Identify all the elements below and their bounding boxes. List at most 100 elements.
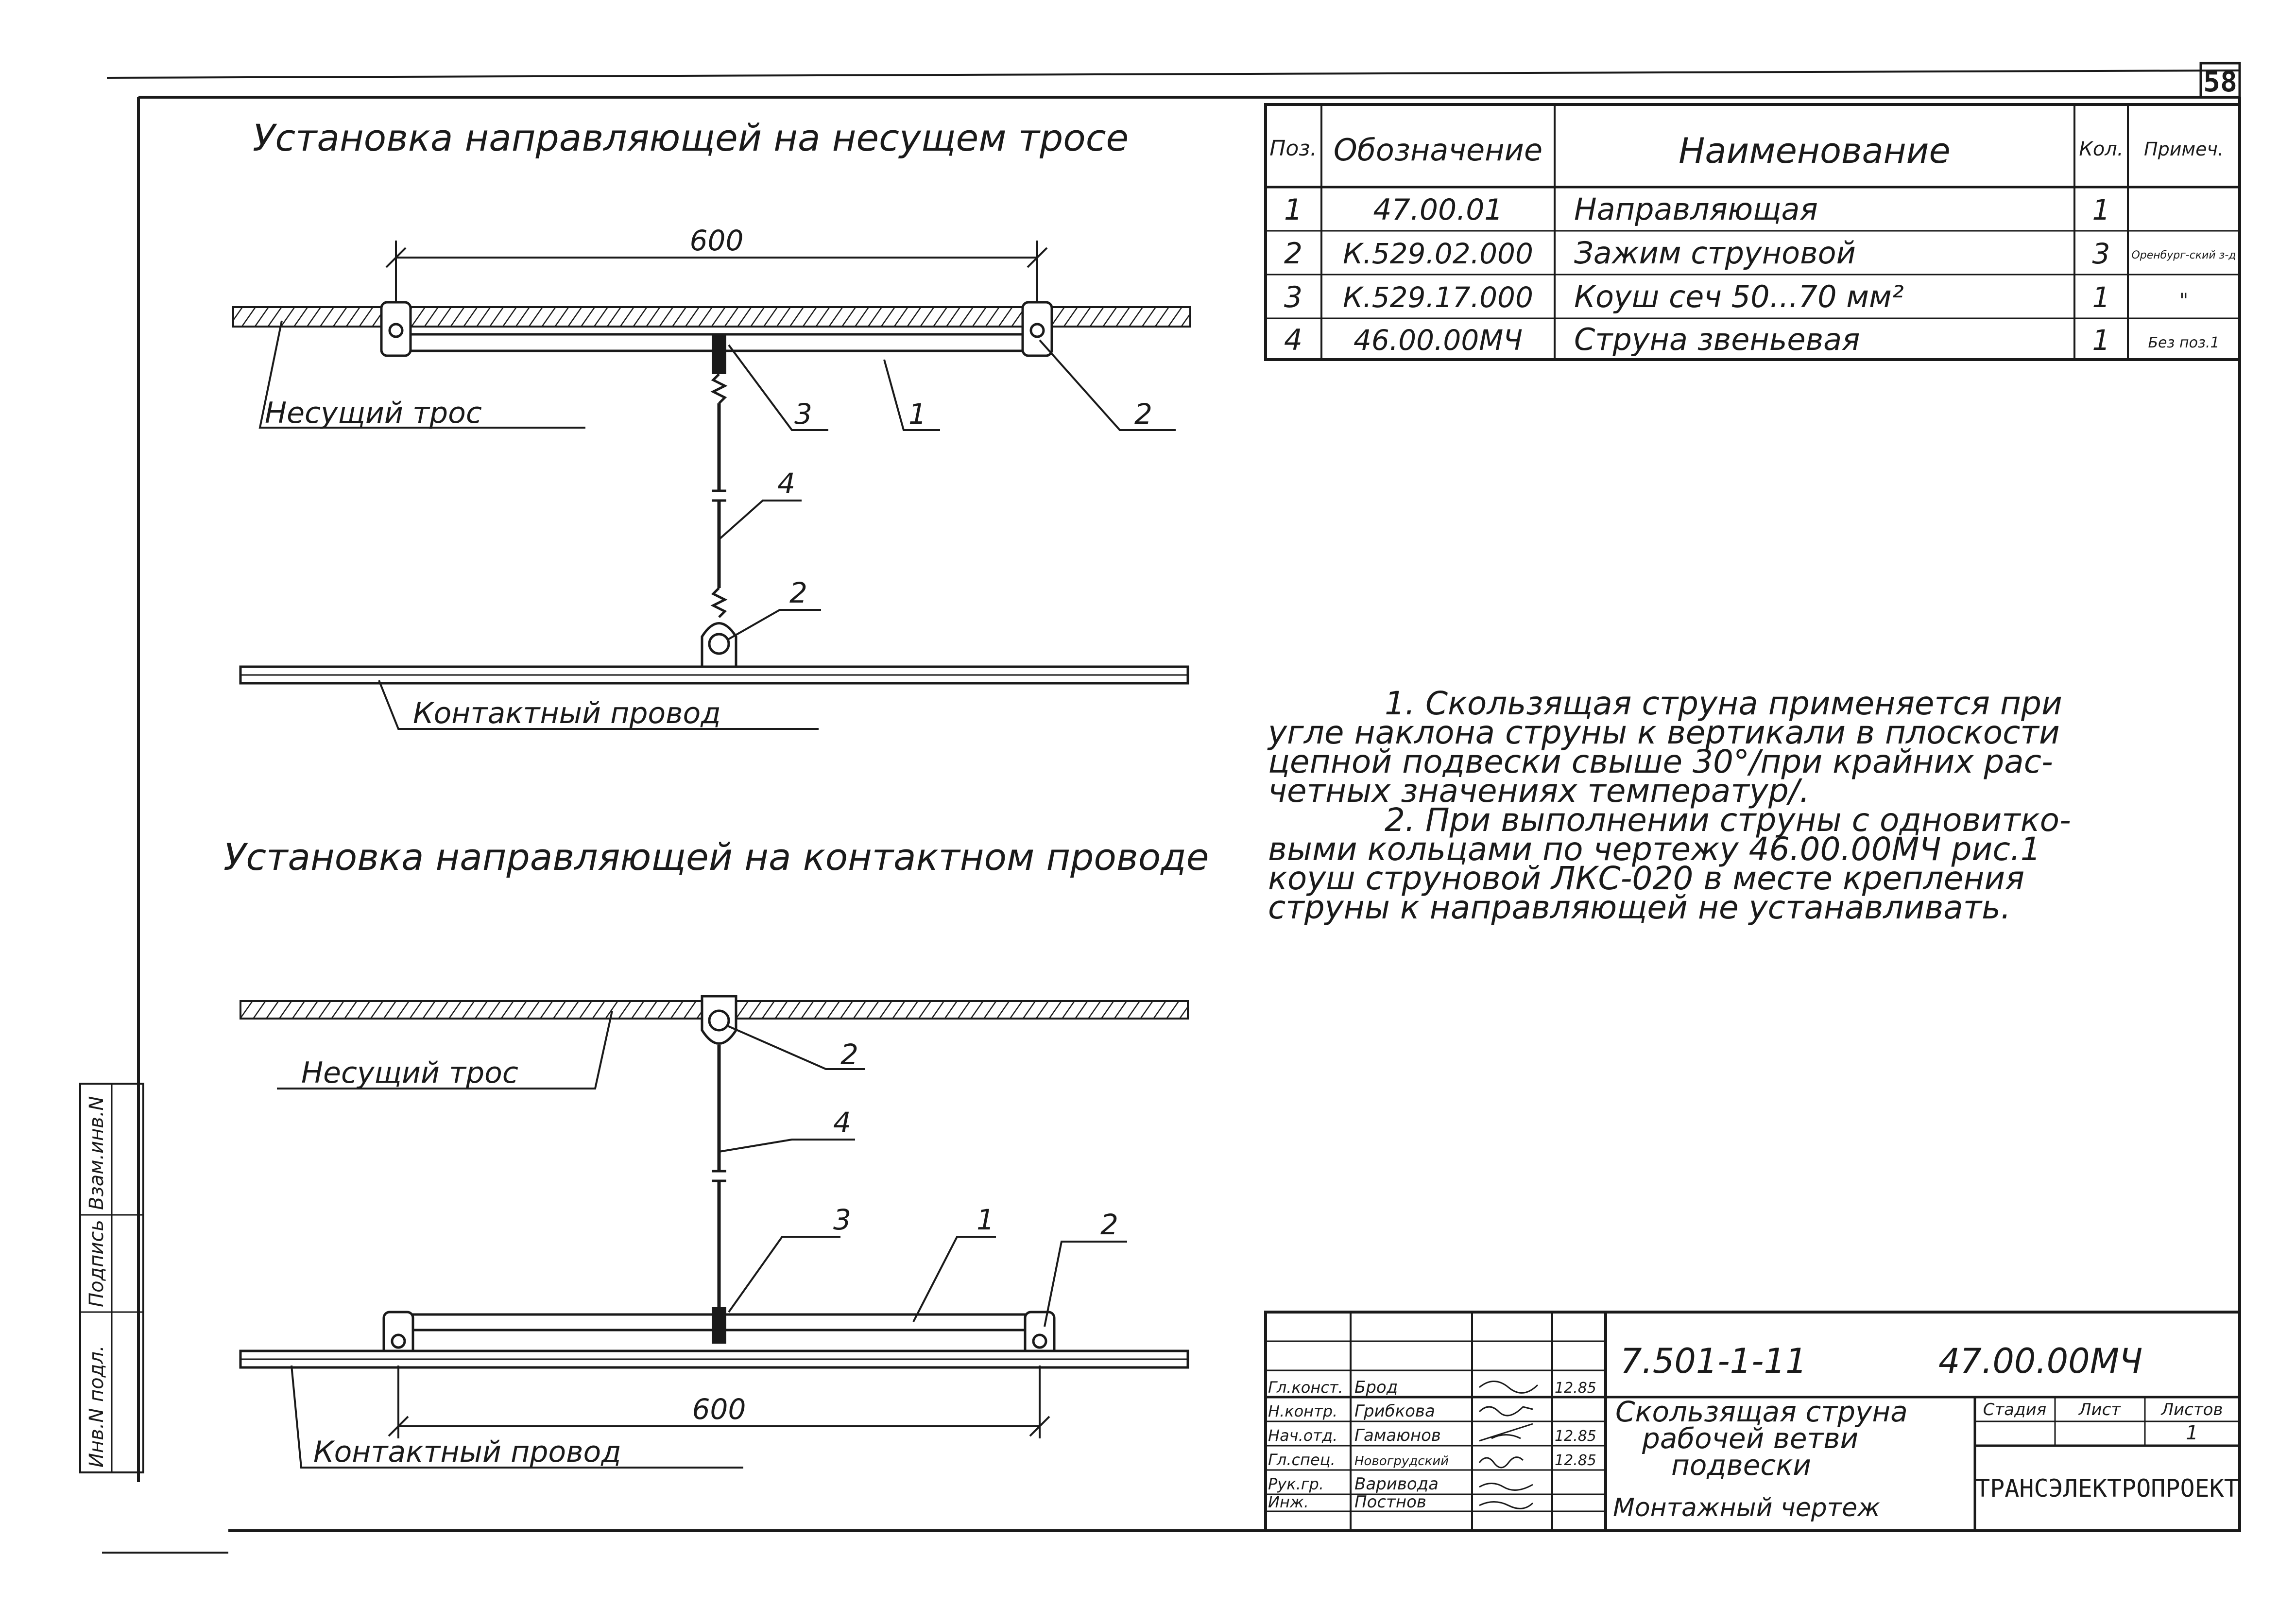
person-name: Брод	[1354, 1378, 1398, 1397]
organization-name: ТРАНСЭЛЕКТРОПРОЕКТ	[1975, 1474, 2239, 1503]
bottom-carrier-cable-label: Несущий трос	[301, 1056, 518, 1090]
svg-text:Коуш сеч 50...70 мм²: Коуш сеч 50...70 мм²	[1574, 279, 1904, 314]
svg-text:Направляющая: Направляющая	[1574, 191, 1818, 227]
svg-text:1: 1	[2092, 193, 2110, 226]
top-diagram-title: Установка направляющей на несущем тросе	[253, 116, 1129, 159]
note-line: 2. При выполнении струны с одновитко-	[1385, 801, 2071, 839]
side-stamp: Инв.N подл. Подпись Взам.инв.N	[79, 1083, 144, 1473]
title-block-text: 7.501-1-11 47.00.00МЧ Гл.конст. Н.контр.…	[1268, 1341, 2239, 1522]
bottom-dimension-value: 600	[692, 1393, 746, 1426]
drawing-title-line: подвески	[1671, 1449, 1811, 1482]
bottom-contact-wire	[239, 1349, 1189, 1369]
svg-text:46.00.00МЧ: 46.00.00МЧ	[1354, 324, 1523, 357]
top-clamp-left	[380, 301, 412, 357]
bottom-cable-clamp	[701, 995, 737, 1045]
bottom-callout-4: 4	[833, 1106, 851, 1139]
sheets-count: 1	[2186, 1422, 2198, 1444]
person-name: Грибкова	[1354, 1401, 1435, 1421]
note-line: струны к направляющей не устанавливать.	[1268, 889, 2011, 926]
role-label: Гл.конст.	[1268, 1378, 1343, 1397]
sign-date: 12.85	[1555, 1380, 1596, 1397]
person-name: Постнов	[1354, 1492, 1426, 1512]
bottom-callout-2b: 2	[1100, 1208, 1118, 1241]
signatures	[1478, 1381, 1539, 1509]
bottom-contact-wire-label: Контактный провод	[313, 1435, 621, 1469]
bottom-dimension	[388, 1366, 1050, 1438]
top-callout-2b: 2	[789, 576, 807, 609]
note-line: коуш струновой ЛКС-020 в месте крепления	[1268, 860, 2024, 897]
bottom-callout-2: 2	[840, 1038, 858, 1071]
bottom-callout-3: 3	[833, 1203, 851, 1236]
top-leaders	[258, 320, 1176, 730]
spec-table-header: Поз. Обозначение Наименование Кол. Приме…	[1269, 130, 2224, 171]
header-pos: Поз.	[1269, 136, 1317, 161]
sign-date: 12.85	[1555, 1428, 1596, 1445]
header-designation: Обозначение	[1334, 132, 1542, 168]
drawing-type: Монтажный чертеж	[1613, 1493, 1880, 1522]
svg-text:1: 1	[1284, 193, 1302, 227]
bottom-diagram-title: Установка направляющей на контактном про…	[223, 835, 1209, 879]
svg-text:Без поз.1: Без поз.1	[2148, 334, 2219, 351]
svg-text:Оренбург-ский з-д: Оренбург-ский з-д	[2131, 249, 2236, 261]
stage-header: Стадия	[1983, 1400, 2046, 1419]
sheet-number-box: 58	[2199, 62, 2241, 99]
note-line: выми кольцами по чертежу 46.00.00МЧ рис.…	[1268, 830, 2041, 868]
person-name: Гамаюнов	[1354, 1426, 1441, 1445]
svg-text:": "	[2179, 290, 2188, 312]
top-contact-wire	[239, 665, 1189, 685]
bottom-thimble	[712, 1307, 726, 1344]
title-block	[1264, 1311, 2241, 1532]
side-stamp-sign: Подпись	[86, 1220, 108, 1307]
top-thimble	[712, 335, 726, 374]
note-line: четных значениях температур/.	[1268, 772, 1810, 810]
svg-text:2: 2	[1284, 237, 1302, 271]
svg-text:1: 1	[2092, 324, 2110, 357]
sheets-header: Листов	[2160, 1400, 2223, 1419]
bottom-diagram: Установка направляющей на контактном про…	[223, 835, 1209, 1469]
sheet-number: 58	[2203, 65, 2237, 98]
header-name: Наименование	[1679, 130, 1951, 171]
drawing-title-line: Скользящая струна	[1615, 1395, 1908, 1428]
top-callout-4: 4	[777, 467, 795, 500]
top-dimension	[385, 241, 1048, 311]
svg-text:К.529.02.000: К.529.02.000	[1343, 237, 1533, 270]
svg-text:К.529.17.000: К.529.17.000	[1343, 281, 1533, 314]
top-callout-3: 3	[794, 398, 812, 431]
top-contact-wire-label: Контактный провод	[413, 696, 721, 730]
top-diagram: Установка направляющей на несущем тросе …	[232, 116, 1191, 730]
svg-text:47.00.01: 47.00.01	[1373, 193, 1503, 227]
role-label: Н.контр.	[1268, 1402, 1337, 1420]
drawing-title-line: рабочей ветви	[1642, 1422, 1858, 1455]
spec-table-rows: 1 47.00.01 Направляющая 1 2 К.529.02.000…	[1284, 191, 2236, 357]
role-label: Рук.гр.	[1268, 1475, 1324, 1493]
person-name: Варивода	[1354, 1474, 1439, 1494]
drawing-code: 47.00.00МЧ	[1938, 1341, 2142, 1381]
top-wire-clamp	[701, 622, 737, 674]
note-line: цепной подвески свыше 30°/при крайних ра…	[1268, 743, 2053, 780]
side-stamp-replace: Взам.инв.N	[86, 1096, 108, 1210]
side-stamp-inv: Инв.N подл.	[86, 1345, 108, 1468]
table-row: 3 К.529.17.000 Коуш сеч 50...70 мм² 1 "	[1284, 279, 2188, 314]
svg-text:Зажим струновой: Зажим струновой	[1574, 235, 1856, 271]
svg-text:Струна звеньевая: Струна звеньевая	[1574, 322, 1860, 357]
header-note: Примеч.	[2144, 138, 2224, 160]
notes: 1. Скользящая струна применяется при угл…	[1267, 685, 2071, 926]
table-row: 2 К.529.02.000 Зажим струновой 3 Оренбур…	[1284, 235, 2236, 271]
top-callout-2: 2	[1134, 398, 1152, 431]
svg-text:3: 3	[1284, 280, 1302, 314]
sheet-header: Лист	[2078, 1400, 2121, 1419]
doc-code: 7.501-1-11	[1620, 1341, 1807, 1381]
spec-table	[1264, 103, 2241, 361]
role-label: Инж.	[1268, 1493, 1309, 1511]
header-qty: Кол.	[2079, 138, 2123, 160]
role-label: Гл.спец.	[1268, 1451, 1336, 1469]
bottom-callout-1: 1	[977, 1203, 994, 1236]
table-row: 1 47.00.01 Направляющая 1	[1284, 191, 2110, 227]
svg-text:1: 1	[2092, 281, 2110, 314]
top-dropper-string	[710, 373, 728, 618]
top-clamp-right	[1021, 301, 1053, 357]
sign-date: 12.85	[1555, 1452, 1596, 1469]
top-callout-1: 1	[908, 398, 926, 431]
person-name: Новогрудский	[1354, 1454, 1449, 1469]
